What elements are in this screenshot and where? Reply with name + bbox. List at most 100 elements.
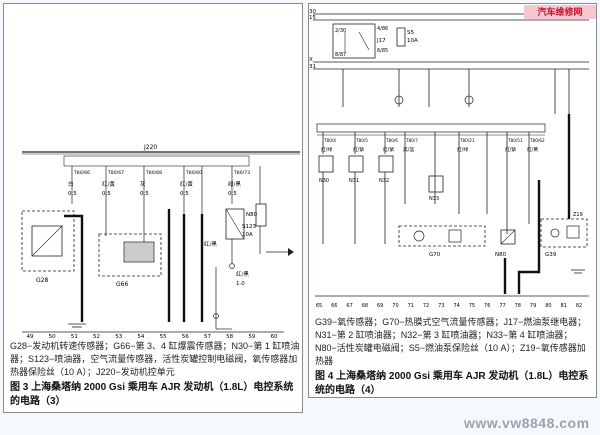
power-line-label: 31: [309, 64, 316, 70]
terminal-number: 73: [438, 303, 444, 309]
wire-code: T80/4: [323, 138, 336, 143]
left-legend-text: G28−发动机转速传感器；G66−第 3、4 缸爆震传感器；N30−第 1 缸喷…: [10, 341, 300, 377]
s5-fuse: [396, 27, 406, 47]
wire-code: T80/21: [459, 138, 475, 143]
left-wiring-diagram: J220: [21, 144, 300, 339]
power-line-label: 30: [309, 9, 316, 15]
component-label: Z19: [573, 212, 583, 218]
wire-code: T80/7: [405, 138, 418, 143]
terminal-number: 70: [392, 303, 398, 309]
component-label: N32: [379, 178, 389, 184]
terminal-number: 56: [182, 334, 189, 339]
wire-color: 红/紫: [383, 146, 394, 153]
terminal-number: 78: [515, 303, 521, 309]
wire-code: T80/62: [529, 138, 545, 143]
component-label: 红/黑: [204, 240, 217, 248]
terminal-number: 72: [423, 303, 429, 309]
right-wiring-diagram: 3015X31S510AJ174/862/306/858/87T80/4红/绿T…: [309, 9, 589, 309]
right-legend-text: G39−氧传感器；G70−热膜式空气流量传感器；J17−燃油泵继电器；N31−第…: [315, 317, 587, 366]
wire-color: 白: [68, 180, 74, 188]
terminal-number: 55: [160, 334, 167, 339]
fuse-label: S5: [407, 30, 414, 36]
component-label: 红/黑: [236, 270, 249, 278]
terminal-number: 51: [71, 334, 78, 339]
watermark-url: www.vw8848.com: [464, 415, 590, 431]
g28-sensor: [21, 210, 75, 272]
wire-size: 0.5: [102, 191, 111, 197]
left-caption: 图 3 上海桑塔纳 2000 Gsi 乘用车 AJR 发动机（1.8L）电控系统…: [10, 382, 294, 407]
component-label: 10A: [242, 232, 253, 238]
bus-label: J220: [143, 144, 157, 151]
wire-code: T80/67: [107, 170, 124, 176]
terminal-number: 54: [137, 334, 144, 339]
terminal-number: 71: [408, 303, 414, 309]
wire-code: T80/5: [355, 138, 368, 143]
terminal-number: 53: [115, 334, 122, 339]
n80-valve: [225, 208, 245, 240]
g66-sensor: [98, 233, 162, 277]
n31-injector: [348, 155, 364, 173]
terminal-number: 68: [362, 303, 368, 309]
relay-label: J17: [376, 38, 386, 44]
n80-valve: [500, 229, 516, 245]
wire-color: 黑/蓝: [403, 146, 414, 153]
component-label: G39: [545, 252, 557, 258]
component-label: N31: [349, 178, 359, 184]
relay-pin: 8/87: [335, 52, 346, 58]
terminal-number: 60: [271, 334, 278, 339]
wire-code: T80/66: [73, 170, 90, 176]
terminal-number: 65: [316, 303, 322, 309]
wire-code: T80/73: [233, 170, 250, 176]
relay-pin: 6/85: [377, 48, 388, 54]
terminal-number: 81: [561, 303, 567, 309]
component-label: G66: [116, 281, 128, 288]
s123-fuse: [255, 203, 267, 227]
terminal-number: 52: [93, 334, 100, 339]
wire-code: T80/60: [185, 170, 202, 176]
terminal-number: 79: [530, 303, 536, 309]
wire-code: T80/51: [507, 138, 523, 143]
wire-color: 灰: [140, 180, 146, 188]
terminal-number: 82: [576, 303, 582, 309]
terminal-number: 58: [226, 334, 233, 339]
component-label: N30: [319, 178, 329, 184]
n32-injector: [378, 155, 394, 173]
terminal-number: 74: [453, 303, 459, 309]
watermark-logo: 汽车维修网: [524, 5, 596, 19]
n33-injector: [428, 175, 444, 193]
wire-code: T80/6: [385, 138, 398, 143]
fuse-label: 10A: [407, 38, 418, 44]
component-label: S123: [242, 224, 256, 230]
left-legend: G28−发动机转速传感器；G66−第 3、4 缸爆震传感器；N30−第 1 缸喷…: [10, 340, 300, 409]
wire-color: 红/黄: [180, 180, 193, 188]
component-label: G28: [36, 277, 48, 284]
wire-color: 绿/黑: [228, 180, 241, 188]
component-label: N33: [429, 196, 439, 202]
wire-color: 红/绿: [457, 146, 468, 153]
n30-injector: [318, 155, 334, 173]
power-line-label: X: [309, 57, 313, 63]
terminal-number: 50: [49, 334, 56, 339]
terminal-number: 66: [331, 303, 337, 309]
terminal-number: 67: [346, 303, 352, 309]
wire-color: 红/紫: [353, 146, 364, 153]
right-caption: 图 4 上海桑塔纳 2000 Gsi 乘用车 AJR 发动机（1.8L）电控系统…: [315, 371, 589, 396]
wire-color: 红/绿: [321, 146, 332, 153]
relay-pin: 2/30: [335, 28, 346, 34]
wire-code: T80/68: [145, 170, 162, 176]
g70-maf-sensor: [398, 225, 486, 247]
component-label: G70: [429, 252, 441, 258]
relay-pin: 4/86: [377, 26, 388, 32]
right-legend: G39−氧传感器；G70−热膜式空气流量传感器；J17−燃油泵继电器；N31−第…: [315, 316, 593, 398]
wire-color: 红/紫: [505, 146, 516, 153]
wire-color: 红/黄: [527, 146, 538, 153]
terminal-number: 49: [27, 334, 34, 339]
terminal-number: 76: [484, 303, 490, 309]
wire-color: 红/黄: [102, 180, 115, 188]
component-label: 1.0: [236, 281, 245, 287]
j17-relay: [332, 23, 376, 59]
terminal-number: 80: [545, 303, 551, 309]
wire-size: 0.5: [68, 191, 77, 197]
wire-size: 0.5: [140, 191, 149, 197]
